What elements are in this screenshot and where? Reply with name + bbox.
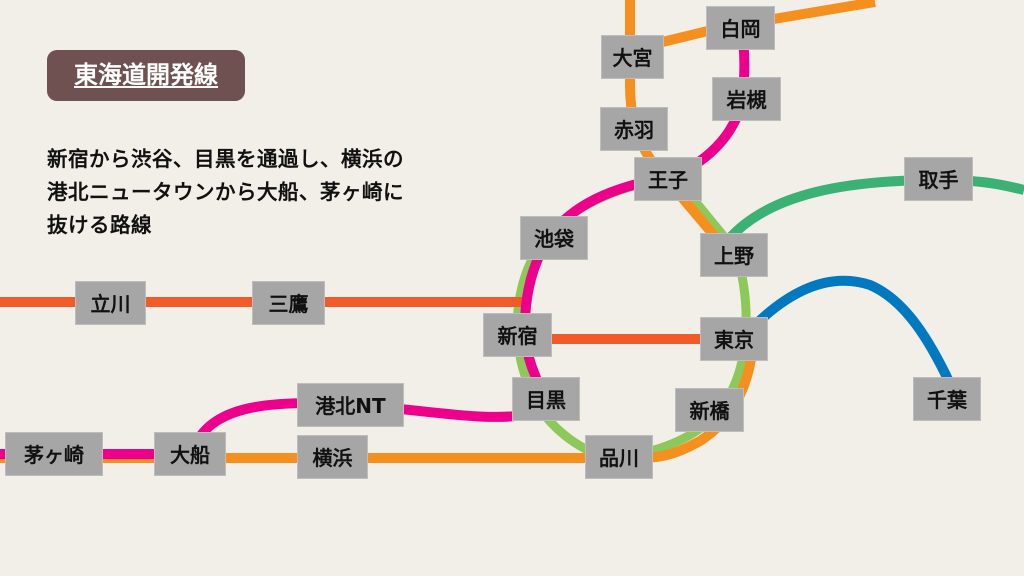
station-ofuna: 大船 <box>154 432 226 476</box>
line-sobu <box>748 275 958 393</box>
station-chigasaki: 茅ヶ崎 <box>5 432 103 476</box>
station-mitaka: 三鷹 <box>252 281 325 325</box>
station-ikebukuro: 池袋 <box>520 216 588 260</box>
station-tokyo: 東京 <box>700 317 768 361</box>
station-ueno: 上野 <box>700 233 768 277</box>
route-description: 新宿から渋谷、目黒を通過し、横浜の 港北ニュータウンから大船、茅ヶ崎に 抜ける路… <box>47 147 404 237</box>
station-shiraoka: 白岡 <box>706 6 775 50</box>
station-tachikawa: 立川 <box>75 281 146 325</box>
station-yokohama: 横浜 <box>297 435 368 479</box>
station-akabane: 赤羽 <box>600 107 668 151</box>
line-joban <box>724 174 1024 244</box>
station-omiya: 大宮 <box>601 35 664 79</box>
station-oji: 王子 <box>634 157 702 201</box>
station-toride: 取手 <box>904 157 973 201</box>
station-meguro: 目黒 <box>512 377 580 421</box>
page-title: 東海道開発線 <box>47 50 245 101</box>
station-iwatsuki: 岩槻 <box>712 77 781 121</box>
station-shinagawa: 品川 <box>585 435 653 479</box>
station-chiba: 千葉 <box>913 377 981 421</box>
station-shimbashi: 新橋 <box>675 388 744 432</box>
station-kohoku-nt: 港北NT <box>297 383 404 427</box>
station-shinjuku: 新宿 <box>483 313 552 357</box>
line-orange-south <box>0 351 757 463</box>
